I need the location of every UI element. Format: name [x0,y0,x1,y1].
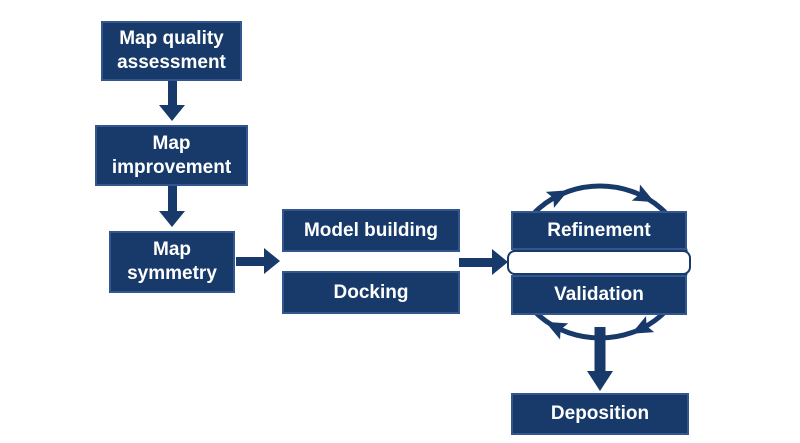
cycle-arrowhead-bottom-right-icon [631,316,655,334]
node-map-improvement: Map improvement [95,125,248,186]
cycle-arrowhead-top-right-icon [631,184,655,203]
node-docking: Docking [282,271,460,314]
node-map-symmetry: Map symmetry [109,231,235,293]
node-model-building: Model building [282,209,460,252]
cycle-arrowhead-top-left-icon [545,190,569,208]
cycle-arrowhead-bottom-left-icon [545,321,569,340]
node-refinement: Refinement [511,211,687,250]
arrow-down-cycle-to-deposition [587,327,613,391]
node-validation: Validation [511,275,687,315]
refinement-validation-connector-bar [507,250,691,275]
node-deposition: Deposition [511,393,689,435]
node-map-quality-assessment: Map quality assessment [101,21,242,81]
